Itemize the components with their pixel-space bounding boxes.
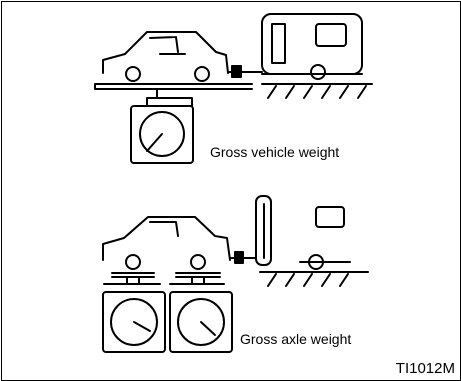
car-bottom [103, 217, 230, 269]
car-top [103, 32, 228, 81]
scale-platform-top [95, 84, 252, 89]
tow-bar-top [228, 66, 250, 77]
scale-dial-rear-axle-icon [170, 292, 232, 352]
axle-platforms [104, 273, 224, 284]
scale-stem-top [147, 89, 192, 106]
bottom-illustration [103, 196, 368, 352]
scale-dial-top-icon [131, 106, 193, 163]
ground-bottom [260, 272, 368, 286]
label-gross-vehicle-weight: Gross vehicle weight [210, 144, 339, 160]
figure-id: TI1012M [396, 360, 455, 377]
label-gross-axle-weight: Gross axle weight [240, 331, 351, 347]
scale-dial-front-axle-icon [103, 292, 165, 352]
tow-bar-bottom [230, 252, 256, 263]
caravan-bottom [256, 196, 350, 269]
caravan-top [250, 14, 362, 79]
ground-top [262, 84, 372, 98]
top-illustration [95, 14, 372, 163]
